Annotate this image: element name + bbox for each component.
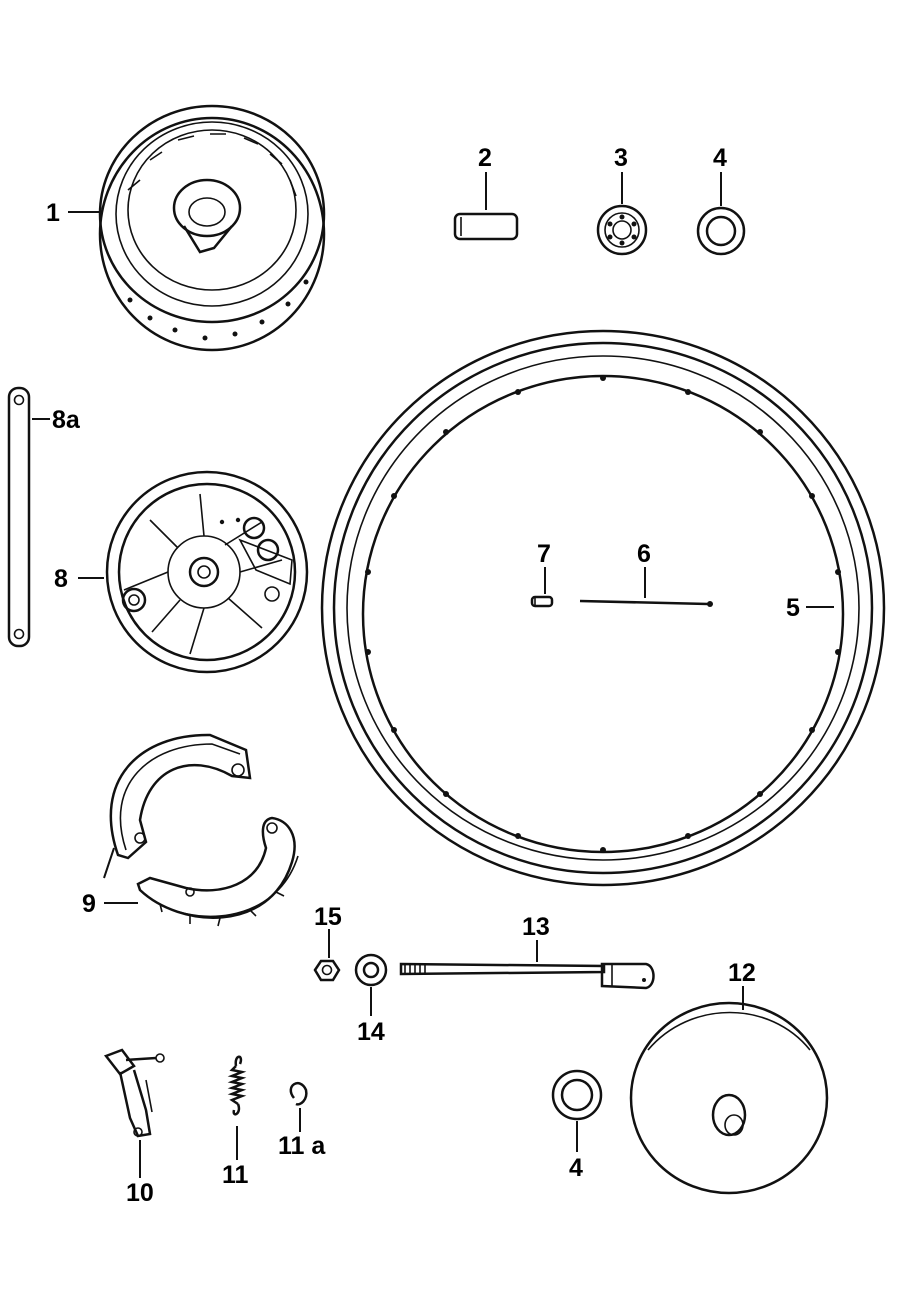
part-15-nut [313, 959, 341, 982]
part-13-axle [399, 962, 655, 990]
part-14-washer [354, 953, 388, 987]
callout-13: 13 [522, 913, 550, 941]
callout-9: 9 [82, 890, 96, 918]
part-1-wheel-hub [98, 104, 326, 352]
callout-7: 7 [537, 540, 551, 568]
part-11-spring [227, 1055, 247, 1116]
part-8a-torque-arm [7, 386, 31, 648]
callout-4-top: 4 [713, 144, 727, 172]
part-12-cover [629, 1001, 829, 1195]
part-11a-circlip [289, 1081, 308, 1106]
hub-spoke-holes [127, 279, 309, 341]
callout-11: 11 [222, 1161, 249, 1189]
part-6-spoke [579, 599, 713, 607]
part-3-bearing [596, 204, 648, 256]
callout-4-bottom: 4 [569, 1154, 583, 1182]
leader-9b [103, 847, 115, 879]
rim-spoke-nipples [365, 375, 841, 853]
callout-5: 5 [786, 594, 800, 622]
callout-12: 12 [728, 959, 756, 987]
part-5-rim [320, 329, 886, 887]
part-2-spacer [453, 212, 519, 241]
callout-1: 1 [46, 199, 60, 227]
part-9-brake-shoes [109, 733, 299, 927]
part-4-seal-ring-bottom [551, 1069, 603, 1121]
part-10-brake-cam-lever [103, 1048, 165, 1138]
callout-2: 2 [478, 144, 492, 172]
callout-11a: 11 a [278, 1132, 326, 1160]
callout-8: 8 [54, 565, 68, 593]
callout-10: 10 [126, 1179, 154, 1207]
callout-14: 14 [357, 1018, 385, 1046]
callout-6: 6 [637, 540, 651, 568]
part-8-brake-plate [105, 470, 309, 674]
callout-8a: 8a [52, 406, 81, 434]
part-4-seal-ring-top [696, 206, 746, 256]
callout-3: 3 [614, 144, 628, 172]
callout-15: 15 [314, 903, 342, 931]
part-7-spoke-nipple [530, 595, 554, 608]
